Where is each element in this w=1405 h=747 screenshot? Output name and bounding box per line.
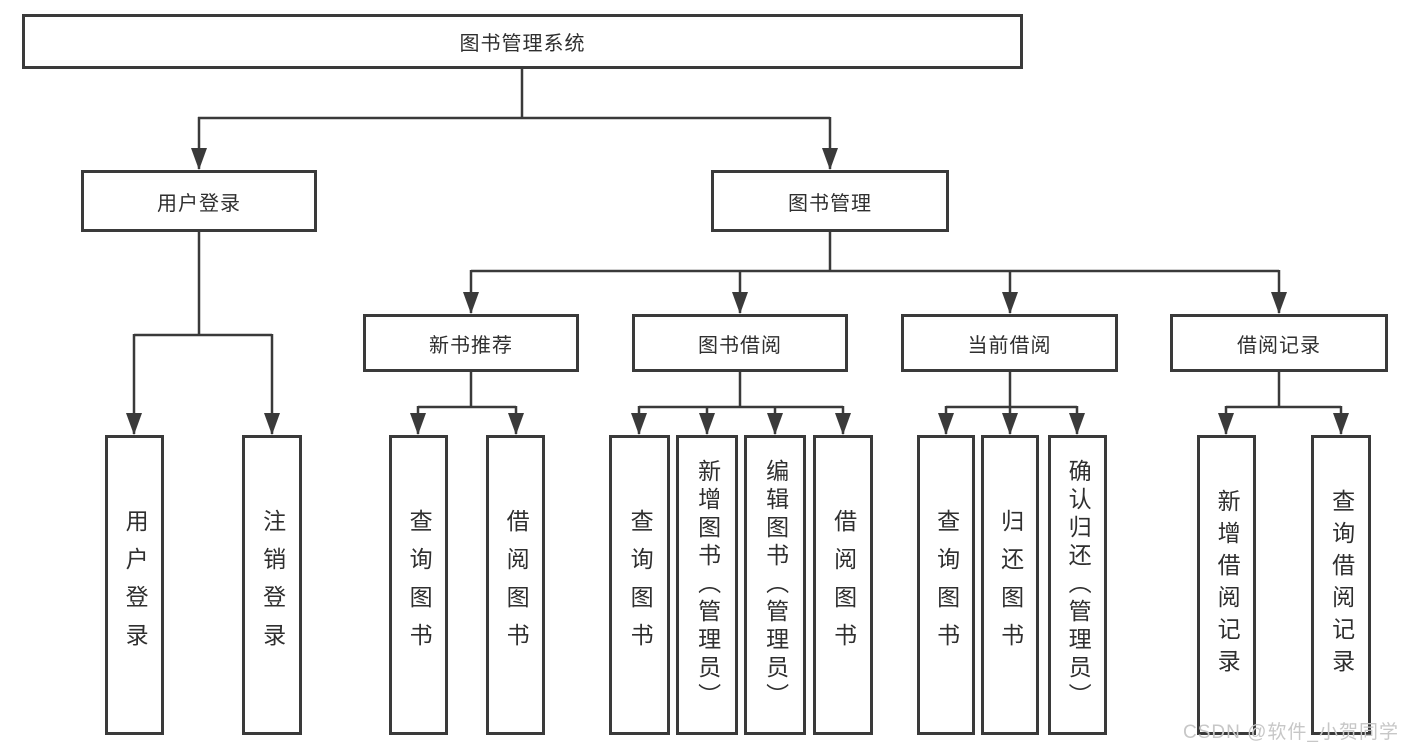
- node-label: 借阅图书: [830, 509, 857, 661]
- node-book-management: 图书管理: [711, 170, 949, 232]
- node-label: 图书管理系统: [459, 33, 586, 55]
- node-new-book-recommend: 新书推荐: [363, 314, 579, 372]
- node-label: 查询图书: [627, 509, 654, 661]
- leaf-user-login: 用户登录: [105, 435, 164, 735]
- node-system-root: 图书管理系统: [22, 14, 1023, 69]
- leaf-query-borrow-record: 查询借阅记录: [1311, 435, 1371, 735]
- leaf-query-books-recommend: 查询图书: [389, 435, 448, 735]
- watermark: CSDN @软件_小贺同学: [1183, 722, 1399, 743]
- node-current-borrow: 当前借阅: [901, 314, 1118, 372]
- leaf-return-books: 归还图书: [981, 435, 1039, 735]
- node-label: 新书推荐: [429, 334, 513, 357]
- node-label: 查询借阅记录: [1328, 489, 1355, 681]
- node-label: 编辑图书（管理员）: [762, 459, 789, 711]
- node-label: 图书管理: [788, 192, 872, 215]
- node-label: 借阅图书: [503, 509, 530, 661]
- node-book-borrow: 图书借阅: [632, 314, 848, 372]
- node-label: 用户登录: [122, 509, 149, 661]
- node-label: 新增图书（管理员）: [694, 459, 721, 711]
- leaf-borrow-books-recommend: 借阅图书: [486, 435, 545, 735]
- leaf-query-books-borrow: 查询图书: [609, 435, 670, 735]
- leaf-logout: 注销登录: [242, 435, 302, 735]
- node-label: 查询图书: [933, 509, 960, 661]
- node-label: 归还图书: [997, 509, 1024, 661]
- node-label: 确认归还（管理员）: [1065, 459, 1092, 711]
- node-label: 注销登录: [259, 509, 286, 661]
- node-borrow-records: 借阅记录: [1170, 314, 1388, 372]
- node-label: 查询图书: [406, 509, 433, 661]
- node-label: 新增借阅记录: [1214, 489, 1241, 681]
- node-label: 图书借阅: [698, 334, 782, 357]
- leaf-query-books-current: 查询图书: [917, 435, 975, 735]
- node-user-login: 用户登录: [81, 170, 317, 232]
- leaf-borrow-books: 借阅图书: [813, 435, 873, 735]
- node-label: 用户登录: [157, 192, 241, 215]
- leaf-confirm-return-admin: 确认归还（管理员）: [1048, 435, 1107, 735]
- leaf-add-book-admin: 新增图书（管理员）: [676, 435, 738, 735]
- node-label: 当前借阅: [967, 334, 1052, 357]
- leaf-edit-book-admin: 编辑图书（管理员）: [744, 435, 806, 735]
- leaf-add-borrow-record: 新增借阅记录: [1197, 435, 1256, 735]
- node-label: 借阅记录: [1237, 334, 1321, 357]
